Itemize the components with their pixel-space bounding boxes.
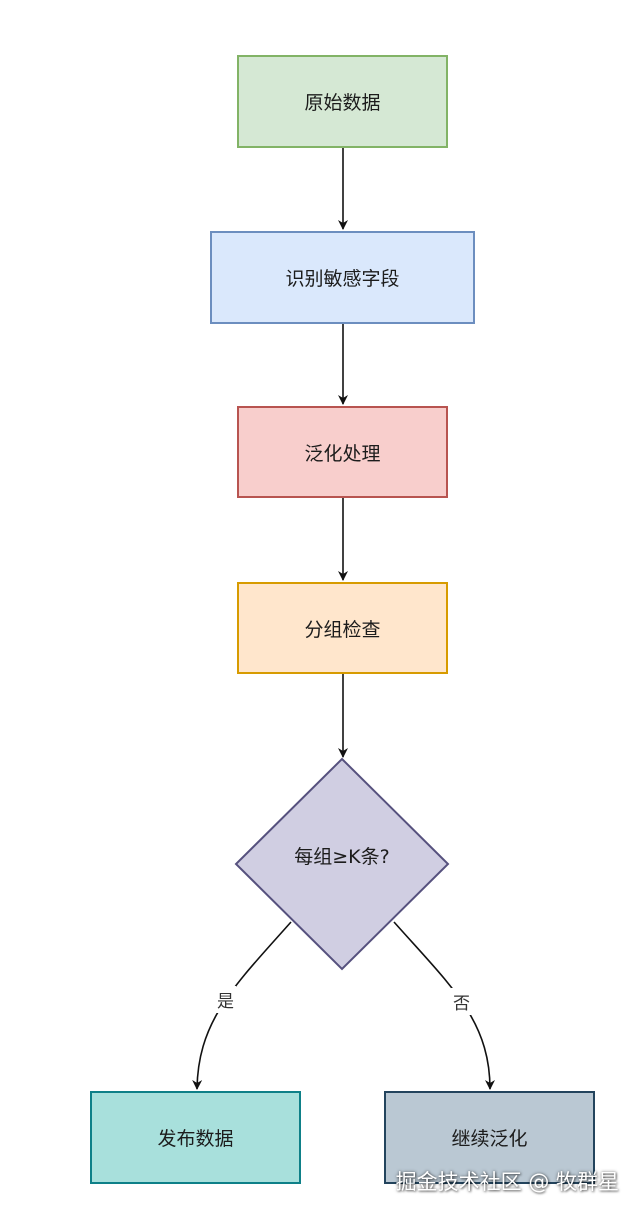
node-group-check: 分组检查: [237, 582, 448, 674]
decision-diamond: [234, 757, 450, 971]
edge-label-no: 否: [451, 988, 472, 1015]
node-raw-data: 原始数据: [237, 55, 448, 148]
edge-label-yes: 是: [215, 986, 236, 1013]
node-identify-sensitive-fields: 识别敏感字段: [210, 231, 475, 324]
node-publish-data: 发布数据: [90, 1091, 301, 1184]
node-continue-generalize: 继续泛化: [384, 1091, 595, 1184]
watermark: 掘金技术社区 @ 牧群星: [395, 1170, 619, 1194]
edge-decision-to-continue: [393, 921, 495, 1090]
node-generalize-label: 泛化处理: [304, 442, 381, 465]
node-identify-sensitive-fields-label: 识别敏感字段: [285, 268, 400, 290]
decision-label: 每组≥K条?: [294, 846, 390, 868]
node-publish-data-label: 发布数据: [157, 1128, 234, 1150]
node-generalize: 泛化处理: [237, 406, 448, 498]
edge-decision-to-publish: [192, 921, 292, 1090]
node-raw-data-label: 原始数据: [304, 92, 381, 114]
node-continue-generalize-label: 继续泛化: [451, 1128, 528, 1150]
node-group-check-label: 分组检查: [304, 618, 381, 641]
